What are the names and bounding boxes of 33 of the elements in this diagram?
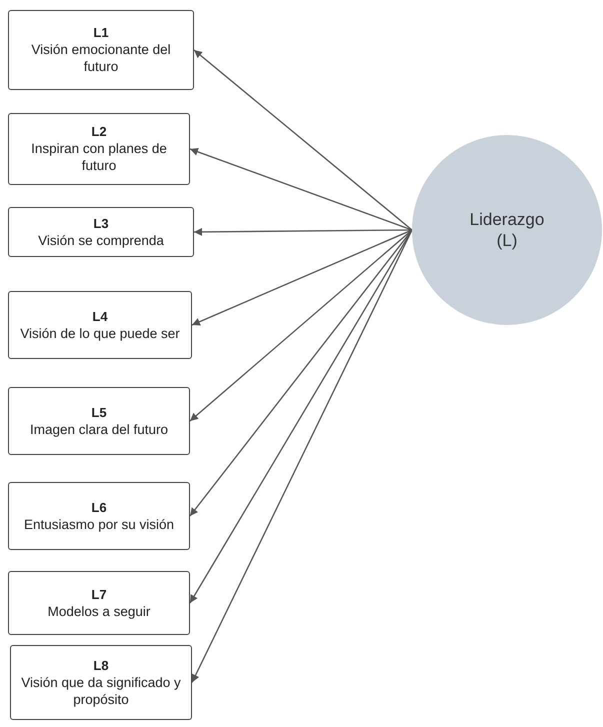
arrow xyxy=(194,228,412,236)
item-code: L4 xyxy=(92,308,108,324)
arrow xyxy=(189,230,413,516)
item-description: Entusiasmo por su visión xyxy=(24,516,174,532)
indicator-box xyxy=(8,387,190,455)
item-code: L2 xyxy=(91,124,107,140)
arrow xyxy=(192,229,412,326)
item-description: Visión emocionante del futuro xyxy=(30,41,172,75)
arrow xyxy=(191,230,413,683)
indicator-box xyxy=(10,645,192,720)
arrow xyxy=(190,230,412,422)
indicator-box xyxy=(8,207,194,257)
concept-label: Liderazgo (L) xyxy=(468,209,546,251)
item-code: L7 xyxy=(91,586,107,602)
indicator-box xyxy=(8,482,190,550)
arrow xyxy=(190,148,412,231)
indicator-box xyxy=(8,10,194,90)
arrow xyxy=(194,50,412,230)
item-description: Inspiran con planes de futuro xyxy=(30,140,168,174)
item-code: L3 xyxy=(93,216,109,232)
item-description: Modelos a seguir xyxy=(48,602,150,620)
item-description: Visión se comprenda xyxy=(38,232,164,248)
item-code: L8 xyxy=(93,658,109,674)
indicator-box xyxy=(8,291,192,359)
indicator-box xyxy=(8,571,190,635)
arrow xyxy=(189,230,413,604)
item-code: L5 xyxy=(91,404,107,420)
item-code: L1 xyxy=(93,25,109,41)
indicator-box xyxy=(8,113,190,185)
item-description: Visión que da significado y propósito xyxy=(20,674,182,708)
item-description: Visión de lo que puede ser xyxy=(20,324,180,342)
item-description: Imagen clara del futuro xyxy=(30,420,168,438)
item-code: L6 xyxy=(91,500,107,516)
